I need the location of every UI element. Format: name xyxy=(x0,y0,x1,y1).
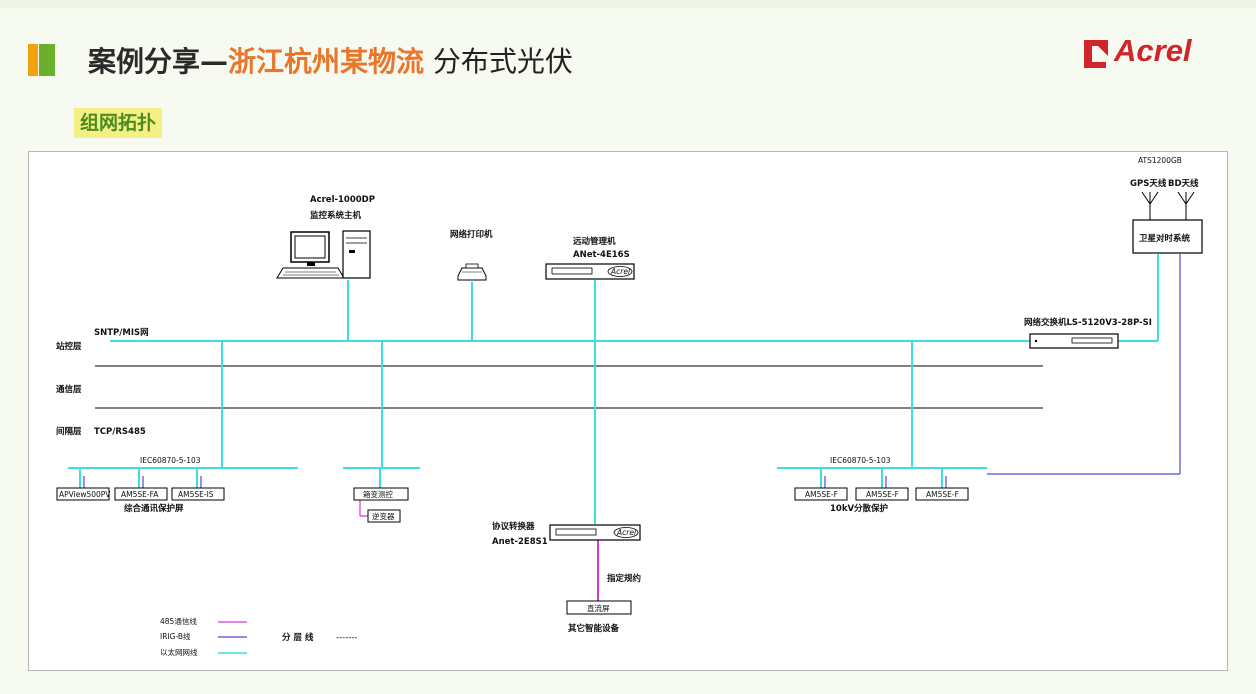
device-am5se-fa-label: AM5SE-FA xyxy=(121,490,159,499)
diagram-frame xyxy=(28,151,1228,671)
device-box-am5se-fa xyxy=(114,487,168,501)
legend-layer-label: 分 层 线 xyxy=(282,632,314,643)
tcp-label: TCP/RS485 xyxy=(94,427,146,437)
legend-irig-label: IRIG-B线 xyxy=(160,631,191,641)
printer-icon xyxy=(457,263,487,281)
switch-device-icon xyxy=(1029,333,1119,349)
gateway-device-icon xyxy=(545,263,635,280)
device-box-am5se-f-1 xyxy=(794,487,848,501)
title-accent-green xyxy=(39,44,55,76)
converter-brand: Acrel xyxy=(616,528,637,537)
device-apview-label: APView500PV xyxy=(59,490,111,499)
rs485-lines xyxy=(359,500,599,601)
host-model-label: Acrel-1000DP xyxy=(310,195,375,205)
brand-name: Acrel xyxy=(1114,33,1192,68)
converter-model-label: Anet-2E8S1 xyxy=(492,537,548,547)
bd-antenna-label: BD天线 xyxy=(1168,178,1199,189)
device-box-am5se-f-2 xyxy=(855,487,909,501)
section-heading: 组网拓扑 xyxy=(74,108,163,138)
iec-right-label: IEC60870-5-103 xyxy=(830,456,891,465)
acrel-logo-icon xyxy=(1084,40,1108,68)
dc-screen-label: 直流屏 xyxy=(587,603,610,613)
device-box-am5se-is xyxy=(171,487,225,501)
ats-model-label: ATS1200GB xyxy=(1138,156,1182,165)
host-name-label: 监控系统主机 xyxy=(310,210,362,221)
computer-icon xyxy=(276,230,371,279)
gateway-name-label: 远动管理机 xyxy=(573,236,616,247)
protocol-label: 指定规约 xyxy=(607,573,642,584)
converter-device-icon xyxy=(549,524,641,541)
layer-comm-label: 通信层 xyxy=(56,384,82,395)
gateway-model-label: ANet-4E16S xyxy=(573,250,630,260)
dc-screen-device xyxy=(566,600,632,615)
device-box-apview xyxy=(56,487,110,501)
device-am5se-is-label: AM5SE-IS xyxy=(178,490,214,499)
device-am5se-f-3-label: AM5SE-F xyxy=(926,490,959,499)
left-caption: 综合通讯保护屏 xyxy=(124,503,184,514)
inverter-label: 逆变器 xyxy=(372,511,395,521)
top-bar xyxy=(0,0,1256,8)
device-box-am5se-f-3 xyxy=(915,487,969,501)
legend-rs485-label: 485通信线 xyxy=(160,616,197,626)
page-title: 案例分享—浙江杭州某物流 分布式光伏 xyxy=(88,40,573,80)
ethernet-lines xyxy=(68,254,1159,524)
snmp-bus-label: SNTP/MIS网 xyxy=(94,328,149,338)
title-highlight: 浙江杭州某物流 xyxy=(228,45,425,78)
legend-ethernet-label: 以太网网线 xyxy=(160,647,198,657)
title-accent-orange xyxy=(28,44,38,76)
antenna-icon xyxy=(1141,191,1195,220)
legend-layer-dash: ------- xyxy=(336,633,357,643)
gateway-brand: Acrel xyxy=(610,267,631,276)
other-devices-label: 其它智能设备 xyxy=(568,623,620,634)
right-caption: 10kV分散保护 xyxy=(830,503,889,514)
title-prefix: 案例分享— xyxy=(88,45,229,78)
inverter-device xyxy=(367,509,401,523)
gps-antenna-label: GPS天线 xyxy=(1130,178,1167,189)
device-am5se-f-2-label: AM5SE-F xyxy=(866,490,899,499)
switch-label: 网络交换机LS-5120V3-28P-SI xyxy=(1024,317,1152,328)
box-transformer-label: 箱变测控 xyxy=(363,489,393,499)
title-suffix: 分布式光伏 xyxy=(424,45,573,78)
satellite-clock-label: 卫星对时系统 xyxy=(1139,233,1191,244)
irig-lines xyxy=(83,254,1181,488)
layer-bay-label: 间隔层 xyxy=(56,426,82,437)
box-transformer-device xyxy=(353,487,409,501)
printer-label: 网络打印机 xyxy=(450,229,493,240)
device-am5se-f-1-label: AM5SE-F xyxy=(805,490,838,499)
iec-left-label: IEC60870-5-103 xyxy=(140,456,201,465)
satellite-clock-box xyxy=(1132,219,1203,254)
converter-name-label: 协议转换器 xyxy=(492,521,535,532)
layer-station-label: 站控层 xyxy=(56,341,82,352)
